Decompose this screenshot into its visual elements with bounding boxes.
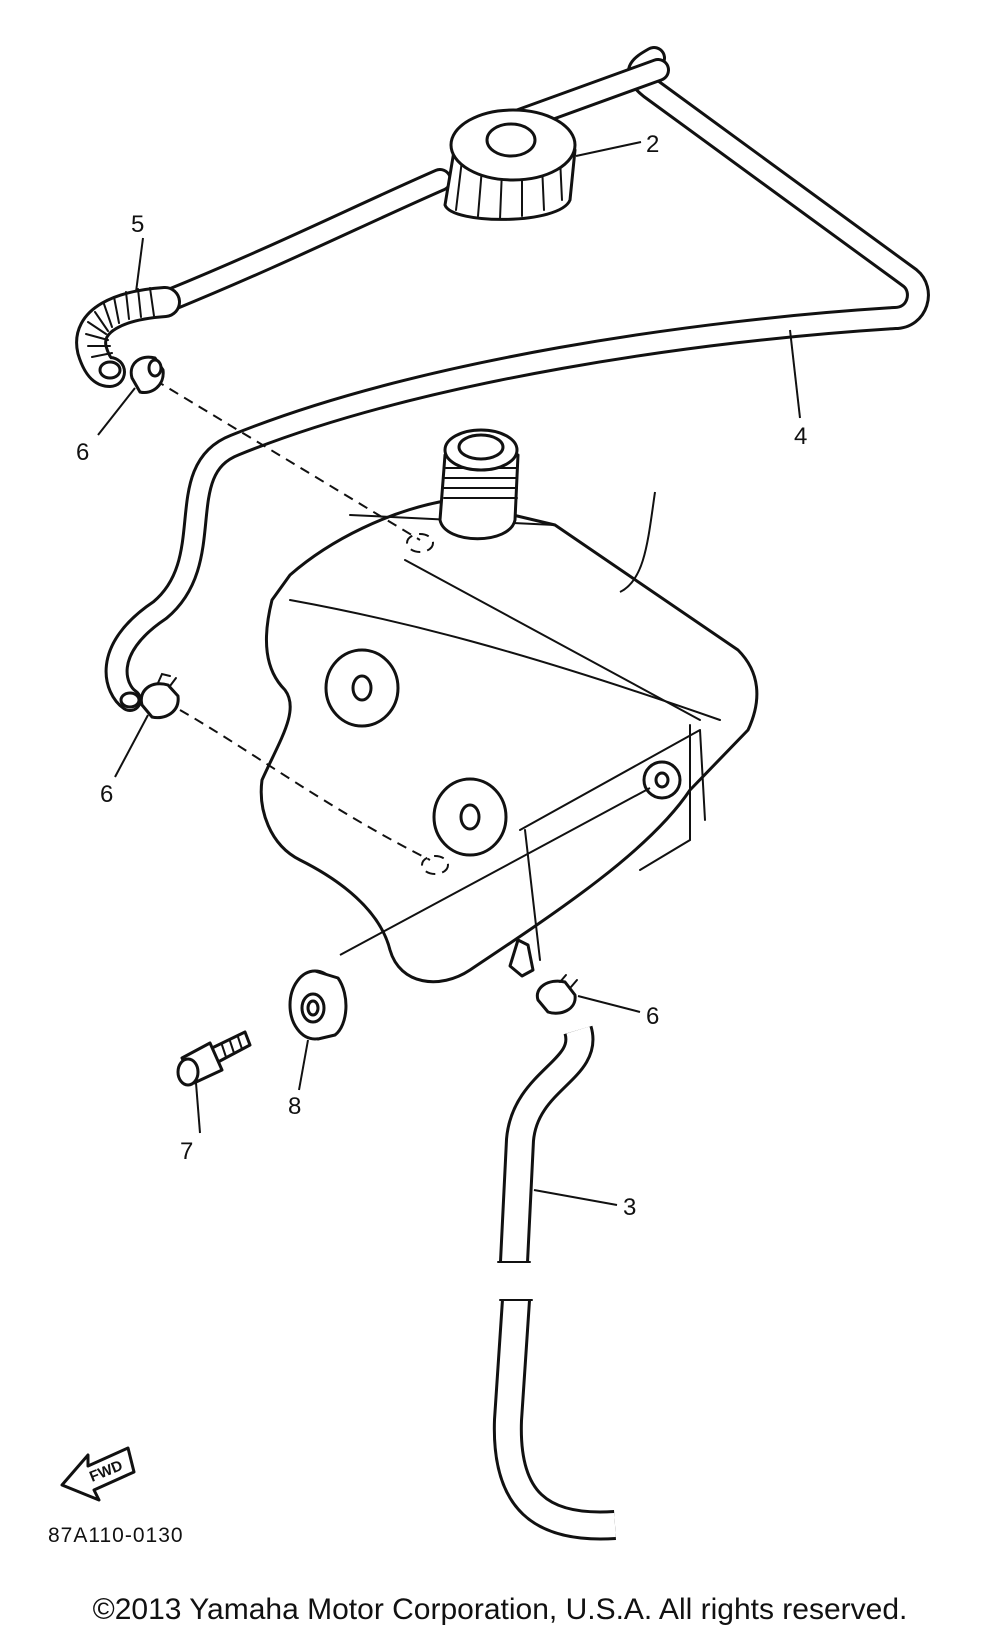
clamp-6b: [139, 672, 180, 720]
callout-3: 3: [623, 1194, 636, 1221]
tank-cap-2: [443, 108, 577, 221]
callout-4: 4: [794, 423, 807, 450]
callout-leaders: [97, 141, 801, 1206]
clamp-6c: [535, 974, 578, 1015]
grommet-8: [288, 969, 348, 1041]
callout-6: 6: [76, 439, 89, 466]
leader-tank: [619, 491, 656, 593]
callout-6: 6: [100, 781, 113, 808]
callout-5: 5: [131, 211, 144, 238]
bolt-7: [176, 1030, 252, 1087]
oil-tank: [259, 428, 759, 984]
elbow-hose-5: [75, 286, 181, 388]
callout-2: 2: [646, 131, 659, 158]
diagram-ref: 87A110-0130: [48, 1524, 184, 1547]
clamp-6a: [129, 355, 165, 395]
hose-4: [104, 46, 930, 712]
hose-3: [492, 1025, 616, 1541]
assembly-lines: [154, 379, 651, 956]
callout-7: 7: [180, 1138, 193, 1165]
callout-8: 8: [288, 1093, 301, 1120]
cap-hose: [158, 58, 670, 312]
callout-6: 6: [646, 1003, 659, 1030]
copyright-notice: ©2013 Yamaha Motor Corporation, U.S.A. A…: [92, 1593, 908, 1626]
forward-arrow-icon: FWD: [60, 1446, 136, 1502]
